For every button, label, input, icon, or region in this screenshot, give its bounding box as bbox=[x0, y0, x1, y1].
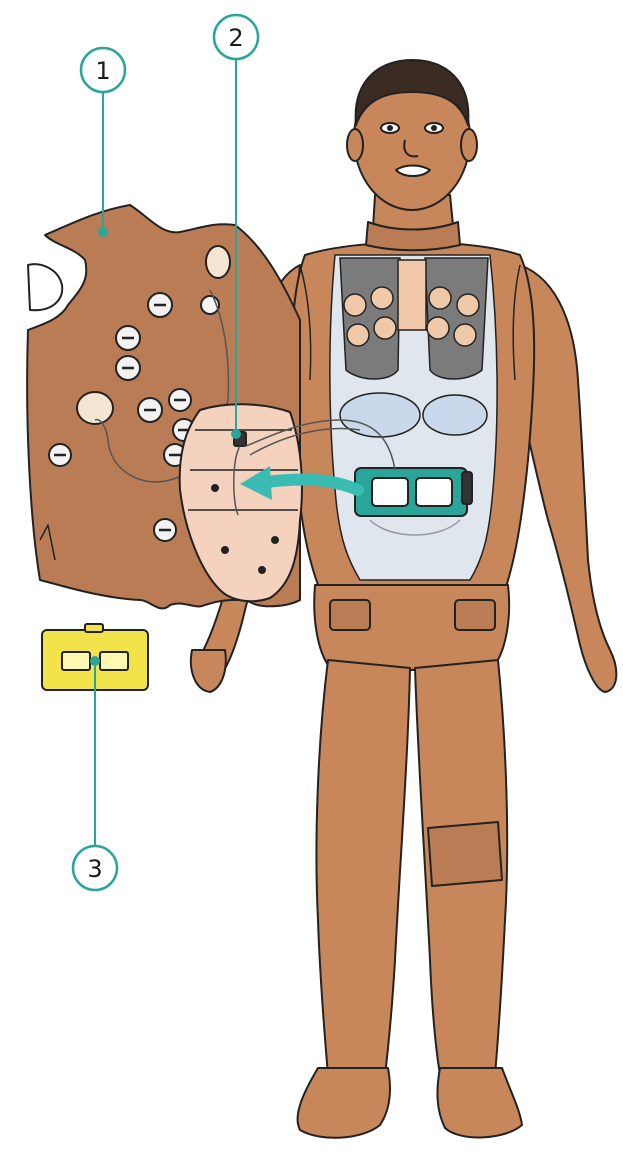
torso-battery-module bbox=[355, 468, 472, 516]
chest-internals bbox=[330, 255, 497, 580]
callout-3: 3 bbox=[73, 846, 117, 890]
callout-3-label: 3 bbox=[87, 855, 102, 883]
panel-pad-top bbox=[206, 246, 230, 278]
callout-2-label: 2 bbox=[228, 24, 243, 52]
left-leg bbox=[316, 660, 410, 1075]
right-foot bbox=[437, 1068, 522, 1137]
left-foot bbox=[298, 1068, 390, 1138]
left-hand bbox=[191, 650, 226, 692]
left-ear bbox=[347, 129, 363, 161]
right-ear bbox=[461, 129, 477, 161]
knee-pad bbox=[428, 822, 502, 886]
callout-1: 1 bbox=[81, 48, 125, 92]
callout-2: 2 bbox=[214, 15, 258, 59]
sternum bbox=[398, 260, 426, 330]
mouth bbox=[396, 166, 430, 177]
callout-1-label: 1 bbox=[95, 57, 110, 85]
